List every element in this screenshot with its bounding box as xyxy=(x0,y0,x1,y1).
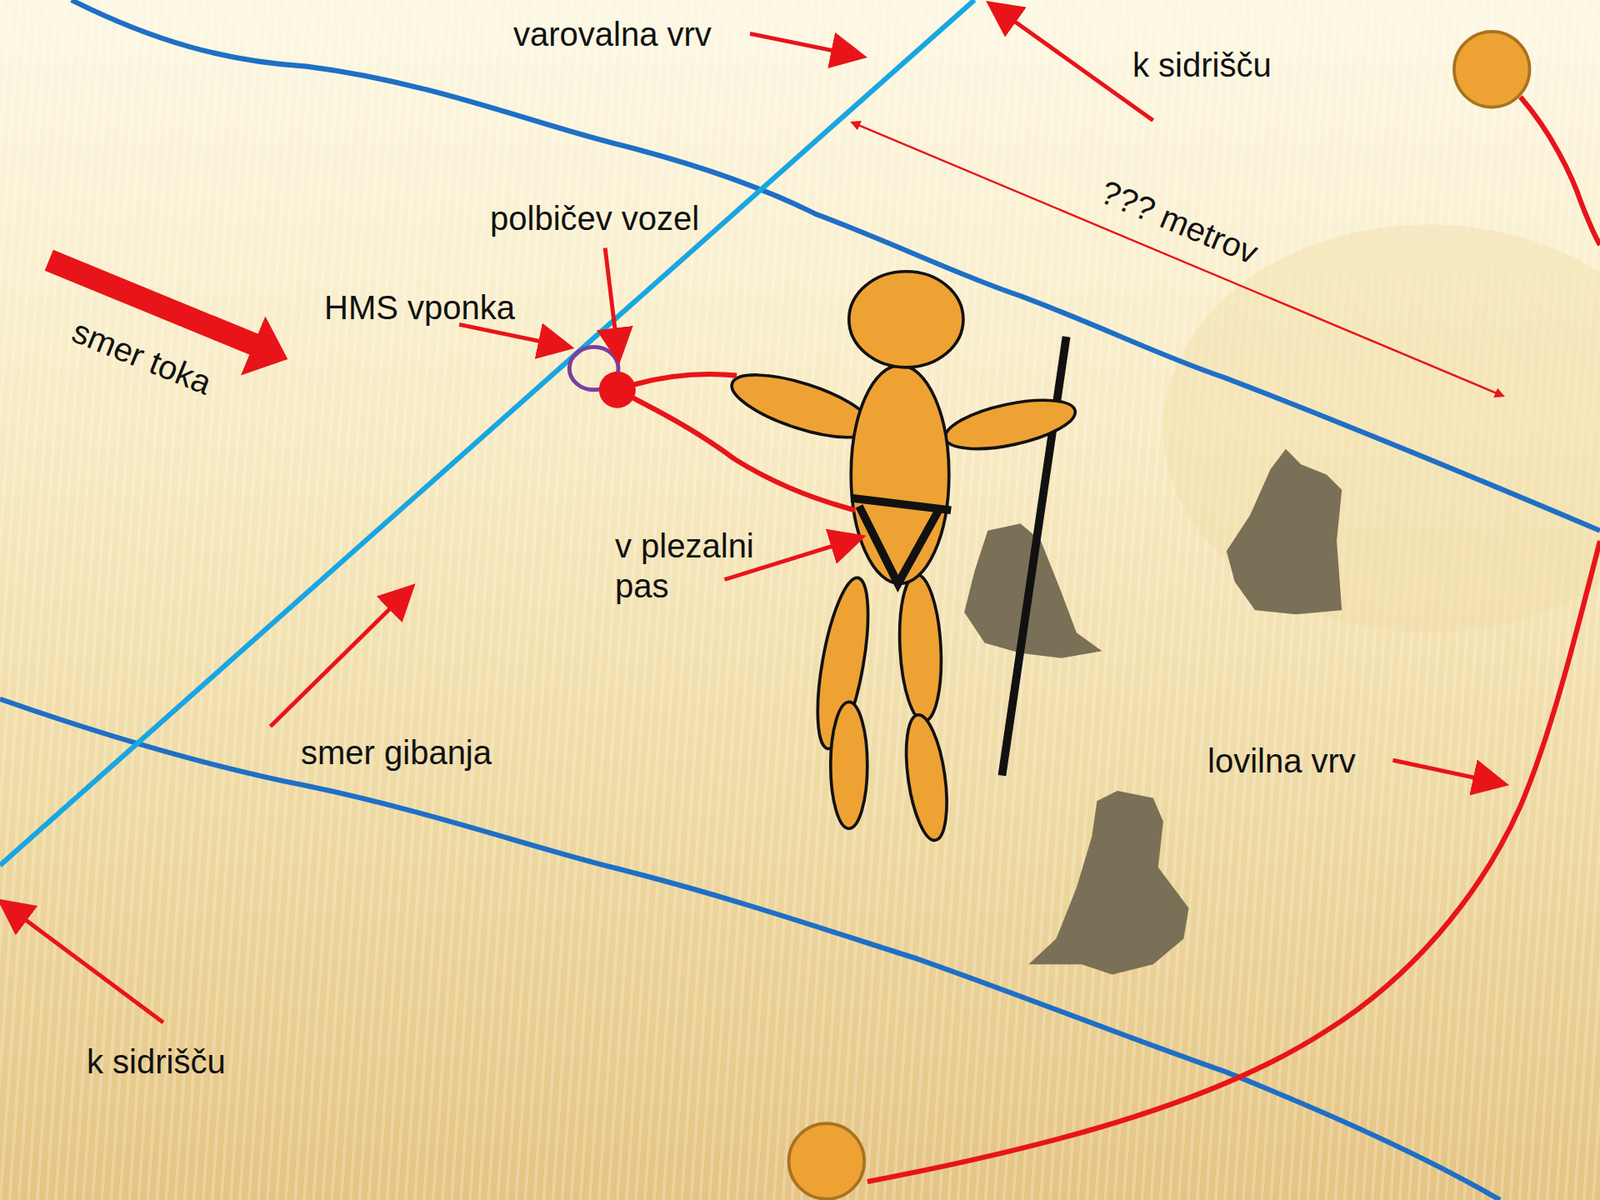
dimension-line xyxy=(851,122,1503,396)
rope-label: lovilna vrv xyxy=(1207,740,1356,781)
anchor-label: k sidrišču xyxy=(86,1041,226,1082)
half-hitch-knot xyxy=(599,371,636,409)
safety-rope xyxy=(0,0,975,865)
leader-arrow xyxy=(991,5,1153,120)
carabiner-label: HMS vponka xyxy=(324,287,515,328)
movement-arrow xyxy=(270,589,410,727)
light-patch xyxy=(1163,224,1600,633)
rock xyxy=(1226,449,1342,615)
leader-arrow xyxy=(459,324,568,347)
flow-arrow xyxy=(240,316,288,376)
river-bank xyxy=(71,0,1600,531)
rock xyxy=(1028,790,1189,975)
leader-arrow xyxy=(750,33,860,56)
harness-label: v plezalni pas xyxy=(615,525,786,606)
lanyard xyxy=(617,390,855,510)
movement-label: smer gibanja xyxy=(300,732,492,773)
leader-arrow xyxy=(605,248,619,358)
knot-label: polbičev vozel xyxy=(490,198,700,239)
catch-rope xyxy=(1520,96,1600,245)
catch-rope xyxy=(867,540,1600,1182)
anchor-ball xyxy=(1454,31,1530,108)
anchor-ball xyxy=(789,1123,865,1200)
harness xyxy=(850,498,951,585)
leader-arrow xyxy=(1392,760,1502,784)
anchor-label: k sidrišču xyxy=(1132,45,1272,85)
leader-arrow xyxy=(3,903,164,1023)
rope-label: varovalna vrv xyxy=(513,14,712,55)
person xyxy=(725,271,1080,844)
river-bank xyxy=(0,699,1500,1200)
